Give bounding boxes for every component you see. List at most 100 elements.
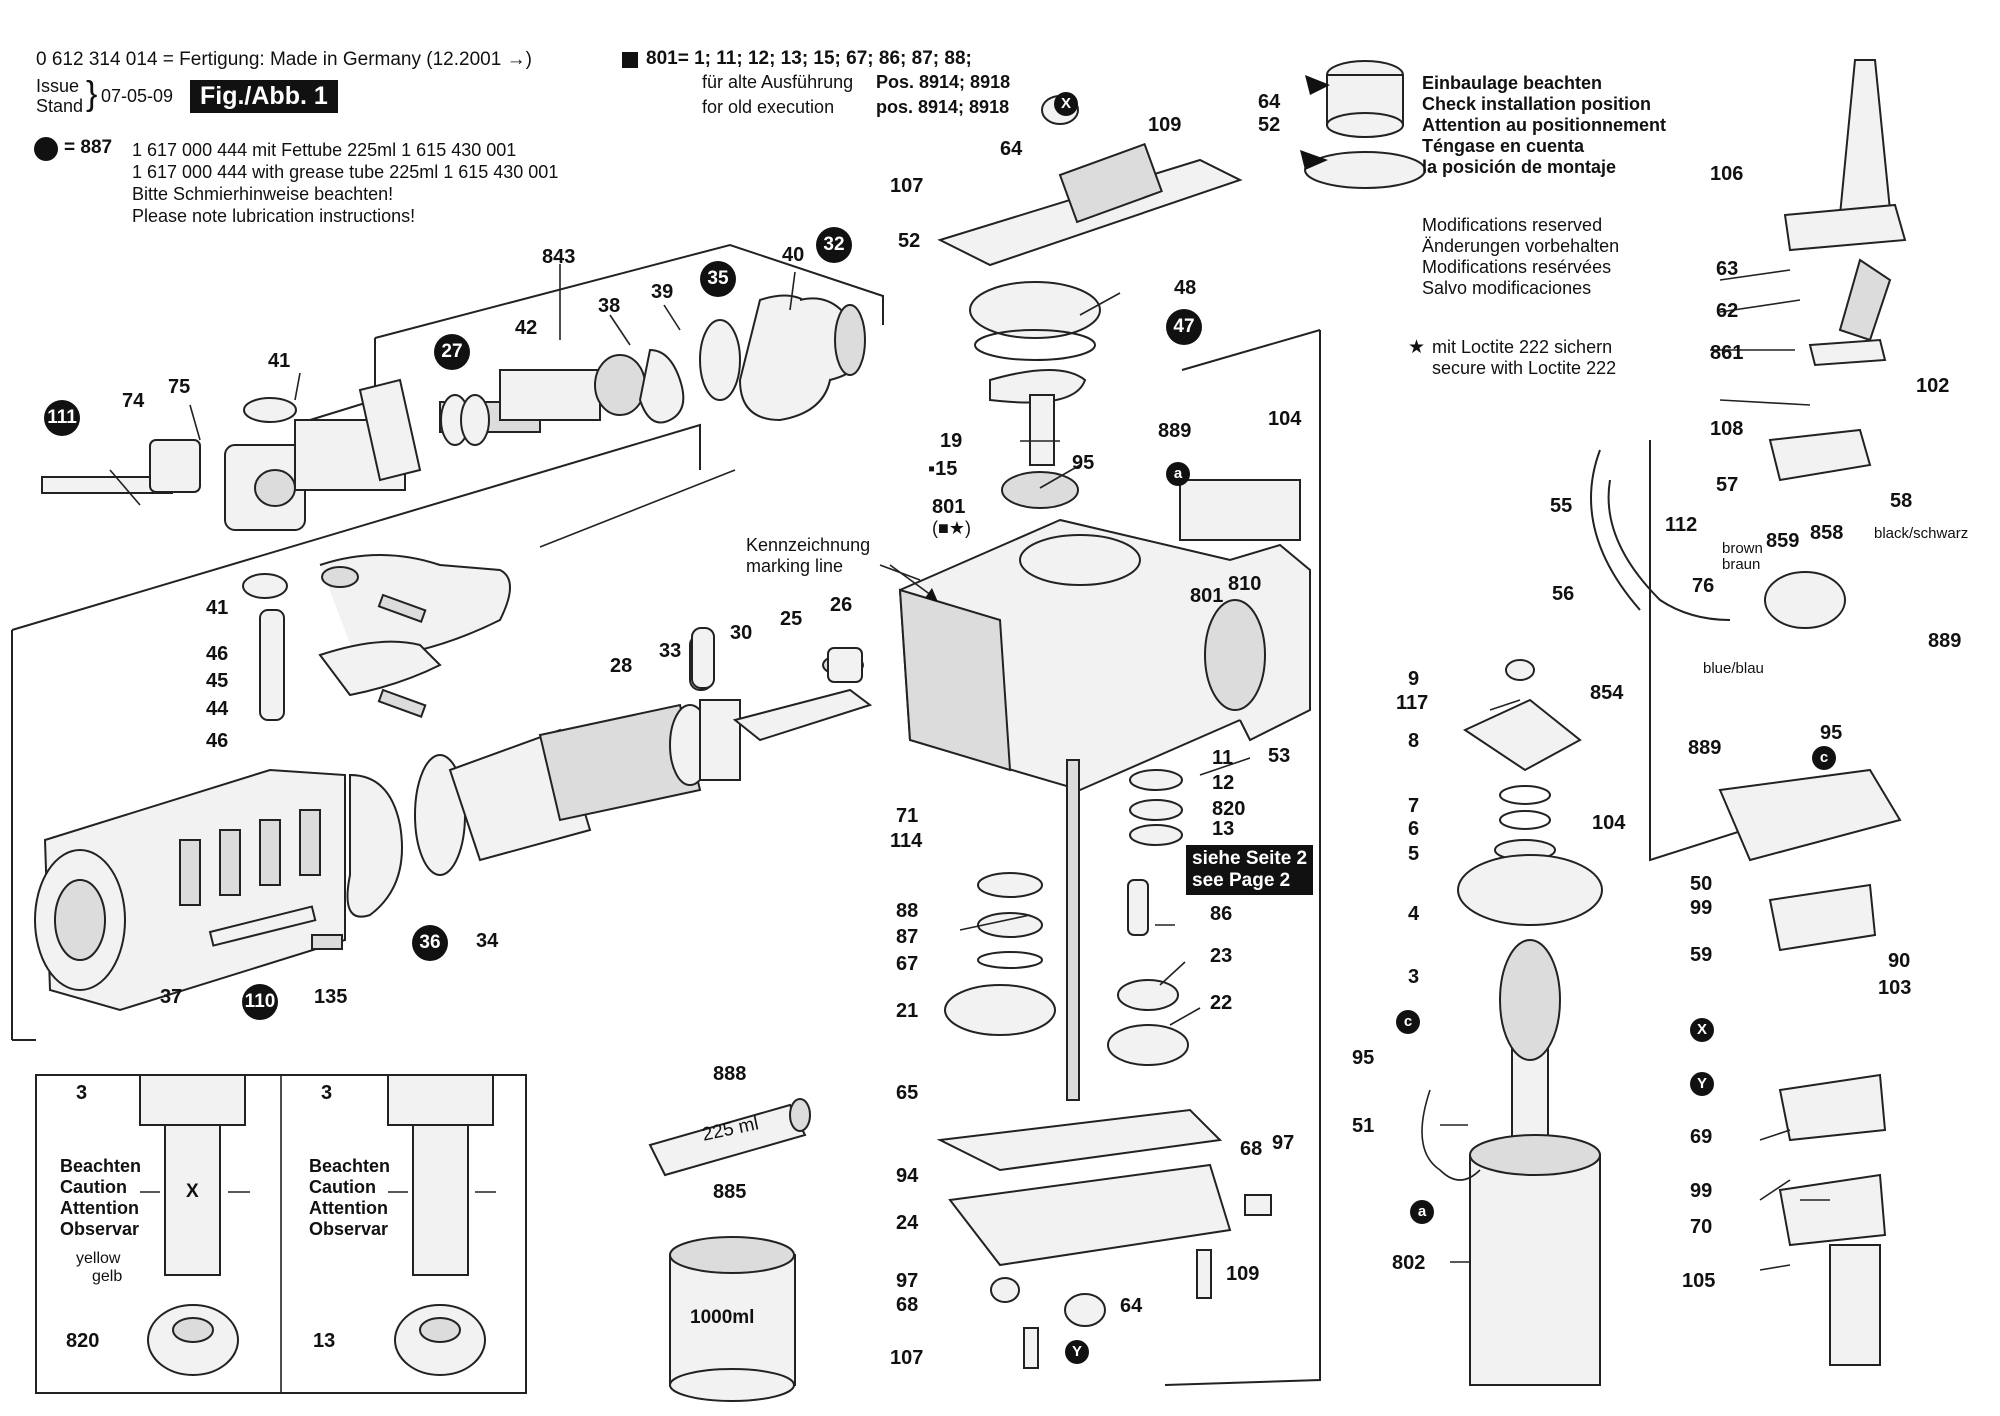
caution-right-4: Observar [309,1219,389,1239]
grease-line-4: Please note lubrication instructions! [132,206,416,226]
part-label-810: 810 [1228,573,1262,595]
hammer-tube-assembly [34,634,873,1012]
cylinder-assembly-843 [41,294,866,599]
caution-left-3: Attention [60,1198,139,1218]
part-label-51: 51 [1352,1115,1375,1137]
part-label-52-top: 52 [898,230,921,252]
marking-note-1: Kennzeichnung [746,535,871,555]
part-label-3-caution-left: 3 [76,1082,88,1104]
callout-disc-47: 47 [1166,309,1202,345]
part-label-820: 820 [1212,798,1246,820]
part-label-13-caution: 13 [313,1330,336,1352]
part-label-39: 39 [651,281,674,303]
part-label-4: 4 [1408,903,1420,925]
callout-disc-c-right: c [1812,746,1836,770]
handle-assembly [1590,59,1907,1366]
part-label-3-motor: 3 [1408,966,1420,988]
part-label-23: 23 [1210,945,1233,967]
callout-disc-c-left: c [1396,1010,1420,1034]
part-label-99-bottom: 99 [1690,1180,1713,1202]
part-label-15: ▪15 [928,458,958,480]
part-label-7: 7 [1408,795,1420,817]
install-note-4: Téngase en cuenta [1422,136,1585,156]
part-label-820-caution: 820 [66,1330,100,1352]
part-label-53: 53 [1268,745,1291,767]
part-label-63: 63 [1716,258,1739,280]
issue-brace: } [86,75,98,113]
see-page-2-line-1: siehe Seite 2 [1192,848,1308,869]
part-label-135: 135 [314,986,348,1008]
part-label-41-top: 41 [268,350,291,372]
caution-left-2: Caution [60,1177,127,1197]
wire-blue-label: blue/blau [1703,660,1764,677]
part-label-48: 48 [1174,277,1197,299]
caution-right-2: Caution [309,1177,376,1197]
part-label-75: 75 [168,376,191,398]
wire-brown-label: brown [1722,540,1763,557]
install-note-3: Attention au positionnement [1422,115,1666,135]
callout-disc-36: 36 [412,925,448,961]
part-label-64-top: 64 [1000,138,1023,160]
part-label-46-top: 46 [206,643,229,665]
part-label-45: 45 [206,670,229,692]
bracket-801-note: (■★) [932,518,971,538]
part-label-64-install: 64 [1258,91,1281,113]
callout-disc-y-bottom: Y [1065,1340,1089,1364]
part-label-95-motor: 95 [1352,1047,1375,1069]
grease-line-1: 1 617 000 444 mit Fettube 225ml 1 615 43… [132,140,517,160]
part-label-30: 30 [730,622,753,644]
part-label-109-bottom: 109 [1226,1263,1260,1285]
part-label-99-top: 99 [1690,897,1713,919]
part-label-801-right: 801 [1190,585,1224,607]
callout-disc-x-top: X [1054,92,1078,116]
callout-disc-32: 32 [816,227,852,263]
part-label-68-right: 68 [1240,1138,1263,1160]
set-line-2-b: Pos. 8914; 8918 [876,72,1011,92]
part-label-38: 38 [598,295,621,317]
part-label-37: 37 [160,986,183,1008]
part-label-8: 8 [1408,730,1420,752]
caution-left-1: Beachten [60,1156,142,1176]
part-label-28: 28 [610,655,633,677]
marking-note-2: marking line [746,556,844,576]
part-label-12: 12 [1212,772,1235,794]
issue-label-2: Stand [36,96,84,116]
figure-label: Fig./Abb. 1 [190,80,338,113]
caution-right-1: Beachten [309,1156,391,1176]
part-label-34: 34 [476,930,499,952]
part-label-74: 74 [122,390,145,412]
wire-braun-label: braun [1722,556,1761,573]
part-label-802: 802 [1392,1252,1426,1274]
part-label-9: 9 [1408,668,1420,690]
part-label-888: 888 [713,1063,747,1085]
part-label-94: 94 [896,1165,919,1187]
part-label-95-top: 95 [1072,452,1095,474]
part-label-76: 76 [1692,575,1715,597]
part-label-59: 59 [1690,944,1713,966]
part-label-64-bottom: 64 [1120,1295,1143,1317]
wire-black-label: black/schwarz [1874,525,1969,542]
part-label-44: 44 [206,698,229,720]
issue-label-1: Issue [36,76,80,96]
part-label-86: 86 [1210,903,1233,925]
part-label-87: 87 [896,926,919,948]
part-label-46-bottom: 46 [206,730,229,752]
part-label-57: 57 [1716,474,1739,496]
part-label-105: 105 [1682,1270,1716,1292]
part-label-95-right: 95 [1820,722,1843,744]
part-label-90: 90 [1888,950,1911,972]
part-label-52-install: 52 [1258,114,1281,136]
part-label-843: 843 [542,246,576,268]
part-label-69: 69 [1690,1126,1713,1148]
part-label-25: 25 [780,608,803,630]
part-label-68-left: 68 [896,1294,919,1316]
part-label-854: 854 [1590,682,1624,704]
square-marker-icon [622,52,638,68]
see-page-2-box: siehe Seite 2 see Page 2 [1186,845,1314,895]
part-label-6: 6 [1408,818,1420,840]
part-label-67: 67 [896,953,919,975]
part-label-42: 42 [515,317,538,339]
part-label-861: 861 [1710,342,1744,364]
part-label-107-top: 107 [890,175,924,197]
grease-line-2: 1 617 000 444 with grease tube 225ml 1 6… [132,162,559,182]
